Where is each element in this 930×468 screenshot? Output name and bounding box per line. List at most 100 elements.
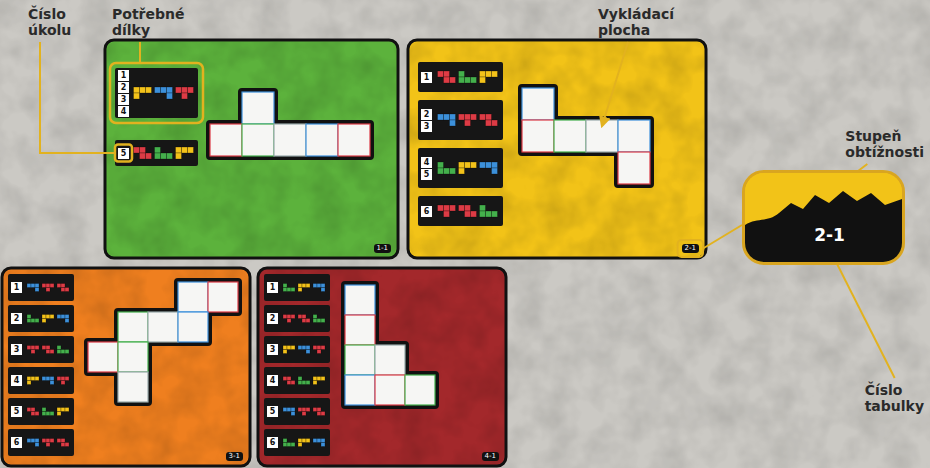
board-cell — [345, 315, 375, 345]
callout-label: Stupeň obtížnosti — [845, 128, 924, 160]
piece-icon — [283, 439, 287, 443]
piece-icon — [444, 114, 450, 120]
piece-icon — [140, 87, 146, 93]
piece-icon — [283, 284, 287, 288]
piece-icon — [57, 412, 61, 416]
piece-icon — [480, 211, 486, 217]
highlight-frame — [110, 63, 203, 123]
piece-icon — [50, 439, 54, 443]
board-outline — [178, 282, 208, 312]
task-number: 2 — [11, 313, 22, 324]
board-outline — [375, 375, 405, 405]
board-outline — [242, 124, 274, 156]
piece-icon — [283, 350, 287, 354]
piece-icon — [317, 319, 321, 323]
board-outline — [618, 152, 650, 184]
piece-icon — [31, 346, 35, 350]
piece-icon — [317, 377, 321, 381]
piece-icon — [450, 205, 456, 211]
task-panel — [264, 274, 330, 301]
board-cell — [405, 375, 435, 405]
board-cell — [118, 312, 148, 342]
task-number: 3 — [267, 344, 278, 355]
piece-icon — [321, 346, 325, 350]
piece-icon — [298, 443, 302, 447]
piece-icon — [438, 168, 444, 174]
piece-icon — [321, 288, 325, 292]
piece-icon — [57, 284, 61, 288]
mountain-silhouette — [745, 191, 902, 262]
piece-icon — [313, 315, 317, 319]
piece-icon — [283, 377, 287, 381]
piece-icon — [57, 408, 61, 412]
puzzle-card — [408, 40, 706, 258]
highlight-frame — [678, 240, 703, 257]
piece-icon — [313, 346, 317, 350]
piece-icon — [65, 377, 69, 381]
piece-icon — [134, 87, 140, 93]
piece-icon — [471, 162, 477, 168]
piece-icon — [313, 439, 317, 443]
callout-label: Číslo tabulky — [865, 382, 924, 414]
piece-icon — [459, 205, 465, 211]
board-cell — [118, 342, 148, 372]
piece-icon — [317, 439, 321, 443]
piece-icon — [291, 288, 295, 292]
task-number: 4 — [11, 375, 22, 386]
piece-icon — [480, 77, 486, 83]
piece-icon — [444, 71, 450, 77]
task-number: 4 — [118, 106, 129, 117]
piece-icon — [298, 346, 302, 350]
piece-icon — [61, 350, 65, 354]
leader-arrow — [830, 249, 895, 378]
board-cell — [345, 345, 375, 375]
callout-label: Potřebné dílky — [112, 6, 184, 38]
piece-icon — [465, 77, 471, 83]
piece-icon — [27, 284, 31, 288]
piece-icon — [65, 408, 69, 412]
piece-icon — [492, 211, 498, 217]
piece-icon — [42, 319, 46, 323]
piece-icon — [42, 284, 46, 288]
task-panel — [115, 140, 198, 166]
piece-icon — [444, 205, 450, 211]
piece-icon — [317, 346, 321, 350]
leader-line — [703, 225, 742, 249]
piece-icon — [61, 439, 65, 443]
piece-icon — [306, 439, 310, 443]
piece-icon — [46, 284, 50, 288]
piece-icon — [287, 381, 291, 385]
piece-icon — [298, 439, 302, 443]
board-cell — [88, 342, 118, 372]
piece-icon — [306, 381, 310, 385]
piece-icon — [140, 153, 146, 159]
piece-icon — [35, 319, 39, 323]
piece-icon — [306, 284, 310, 288]
board-outline — [345, 285, 375, 315]
piece-icon — [321, 284, 325, 288]
piece-icon — [291, 315, 295, 319]
piece-icon — [65, 315, 69, 319]
board-cell — [345, 285, 375, 315]
piece-icon — [450, 120, 456, 126]
board-outline — [618, 120, 650, 152]
task-panel — [8, 429, 74, 456]
piece-icon — [31, 412, 35, 416]
card-number: 4-1 — [482, 452, 499, 461]
piece-icon — [298, 288, 302, 292]
board-outline — [345, 315, 375, 345]
board-outline — [178, 312, 208, 342]
piece-icon — [306, 346, 310, 350]
piece-icon — [287, 346, 291, 350]
piece-icon — [287, 408, 291, 412]
piece-icon — [42, 315, 46, 319]
piece-icon — [134, 93, 140, 99]
board-cell — [554, 120, 586, 152]
callout-label: Vykládací plocha — [598, 6, 674, 38]
piece-icon — [302, 284, 306, 288]
piece-icon — [291, 346, 295, 350]
leader-arrow — [602, 42, 628, 126]
board-cell — [208, 282, 238, 312]
